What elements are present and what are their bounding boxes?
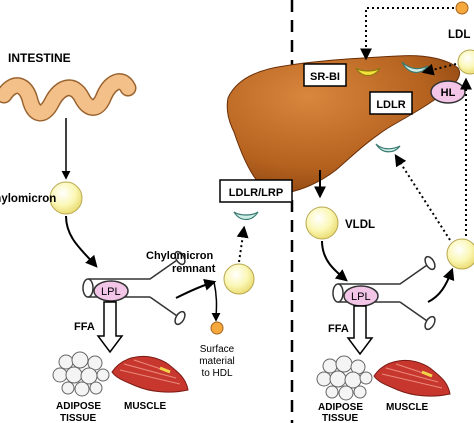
sr-bi-label: SR-BI [310,71,340,83]
surface-label-2: material [199,356,235,367]
ffa-label-left: FFA [74,321,95,333]
vldl-label: VLDL [345,219,375,231]
remnant-label-1: Chylomicron [146,250,214,262]
lpl-label-left: LPL [101,286,121,298]
ldlr-lrp-receptor [233,211,259,221]
ldlr-lrp-label: LDLR/LRP [229,187,283,199]
surface-label-3: to HDL [201,368,233,379]
liver-shape [226,55,461,193]
ffa-label-right: FFA [328,323,349,335]
sr-bi-receptor [355,67,381,77]
arrow-capillary-to-remnant [175,279,217,299]
ldlr-lrp-box [219,179,293,203]
ldlr-receptor-lower [375,143,401,153]
adipose-label-left-1: ADIPOSE [56,401,101,412]
arrow-remnant-to-surface [211,281,221,322]
intestine-label: INTESTINE [8,51,71,65]
chylomicron-label: Chylomicron [0,193,56,205]
idl-particle [446,238,474,270]
hl-enzyme [430,80,466,104]
adipose-cells-right [316,355,373,401]
ffa-arrow-right [346,305,374,356]
muscle-label-right: MUSCLE [386,402,429,413]
adipose-label-left-2: TISSUE [60,413,96,423]
ldl-label: LDL [448,29,470,41]
ldlr-label: LDLR [376,99,405,111]
arrow-idl-uptake [394,153,451,241]
arrow-remnant-uptake [236,225,249,263]
muscle-icon-right [373,359,451,397]
capillary-left [82,250,186,326]
adipose-label-right-2: TISSUE [322,413,358,423]
ffa-arrow-left [96,301,124,354]
chylomicron-particle [49,181,83,215]
lpl-label-right: LPL [351,291,371,303]
surface-label-1: Surface [200,344,235,355]
hl-label: HL [441,87,456,99]
remnant-label-2: remnant [172,263,216,275]
muscle-label-left: MUSCLE [124,401,167,412]
adipose-label-right-1: ADIPOSE [318,402,363,413]
ldl-particle [457,49,474,75]
arrow-chylomicron-to-lpl [65,215,98,268]
capillary-right [332,255,436,331]
muscle-icon-left [111,355,189,393]
hdl-particle [455,1,469,15]
arrow-capillary-to-idl [427,267,455,303]
ldlr-box [369,91,413,115]
arrow-hdl-to-sr-bi [360,7,454,61]
chylomicron-remnant-particle [223,263,255,295]
arrow-ldl-uptake [421,63,457,76]
vldl-particle [305,206,339,240]
adipose-cells-left [52,351,110,397]
lpl-enzyme-left [93,280,129,302]
arrow-vldl-to-lpl [321,240,348,282]
surface-material-particle [210,321,224,335]
sr-bi-box [303,63,347,87]
